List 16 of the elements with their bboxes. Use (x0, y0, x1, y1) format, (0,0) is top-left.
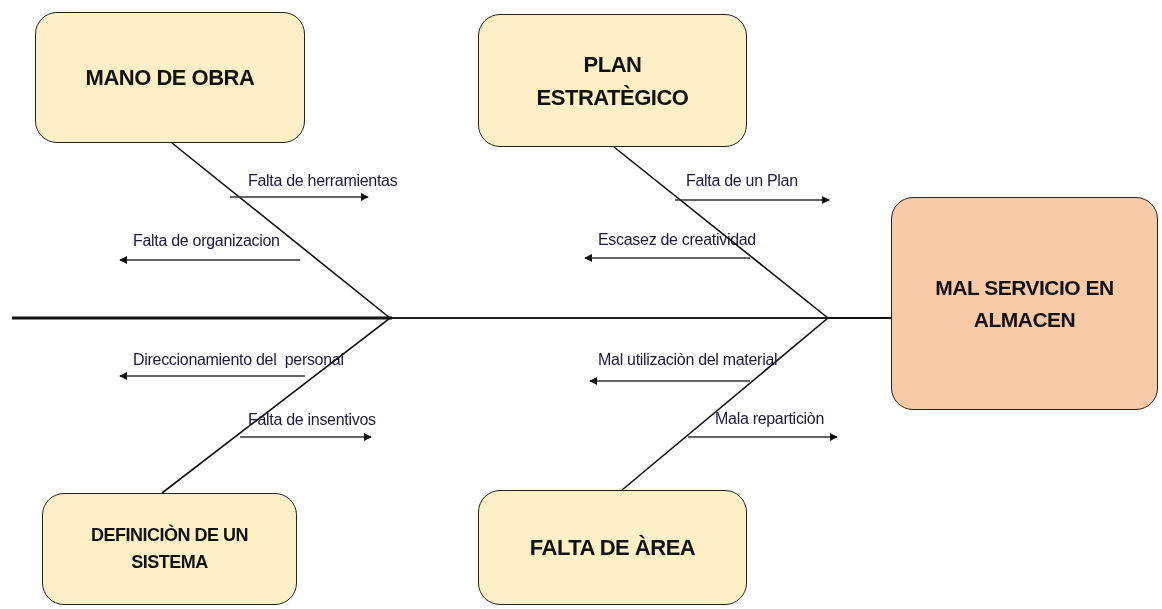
node-title: FALTA DE ÀREA (529, 534, 696, 562)
node-title: PLAN ESTRATÈGICO (535, 50, 690, 112)
node-title: MAL SERVICIO EN ALMACEN (934, 275, 1115, 333)
fishbone-line (621, 317, 892, 491)
cause-box (478, 490, 747, 605)
cause-label: Mal utilizaciòn del material (598, 351, 778, 369)
cause-label: Falta de organizacion (133, 232, 280, 250)
cause-label: Falta de un Plan (686, 172, 798, 190)
cause-box (35, 12, 305, 143)
node-title: MANO DE OBRA (85, 64, 255, 92)
effect-box (891, 197, 1158, 410)
node-title: DEFINICIÒN DE UN SISTEMA (90, 523, 249, 574)
cause-box (42, 493, 297, 605)
cause-box (478, 14, 747, 147)
cause-label: Falta de herramientas (248, 172, 398, 190)
cause-label: Mala reparticiòn (715, 410, 825, 428)
